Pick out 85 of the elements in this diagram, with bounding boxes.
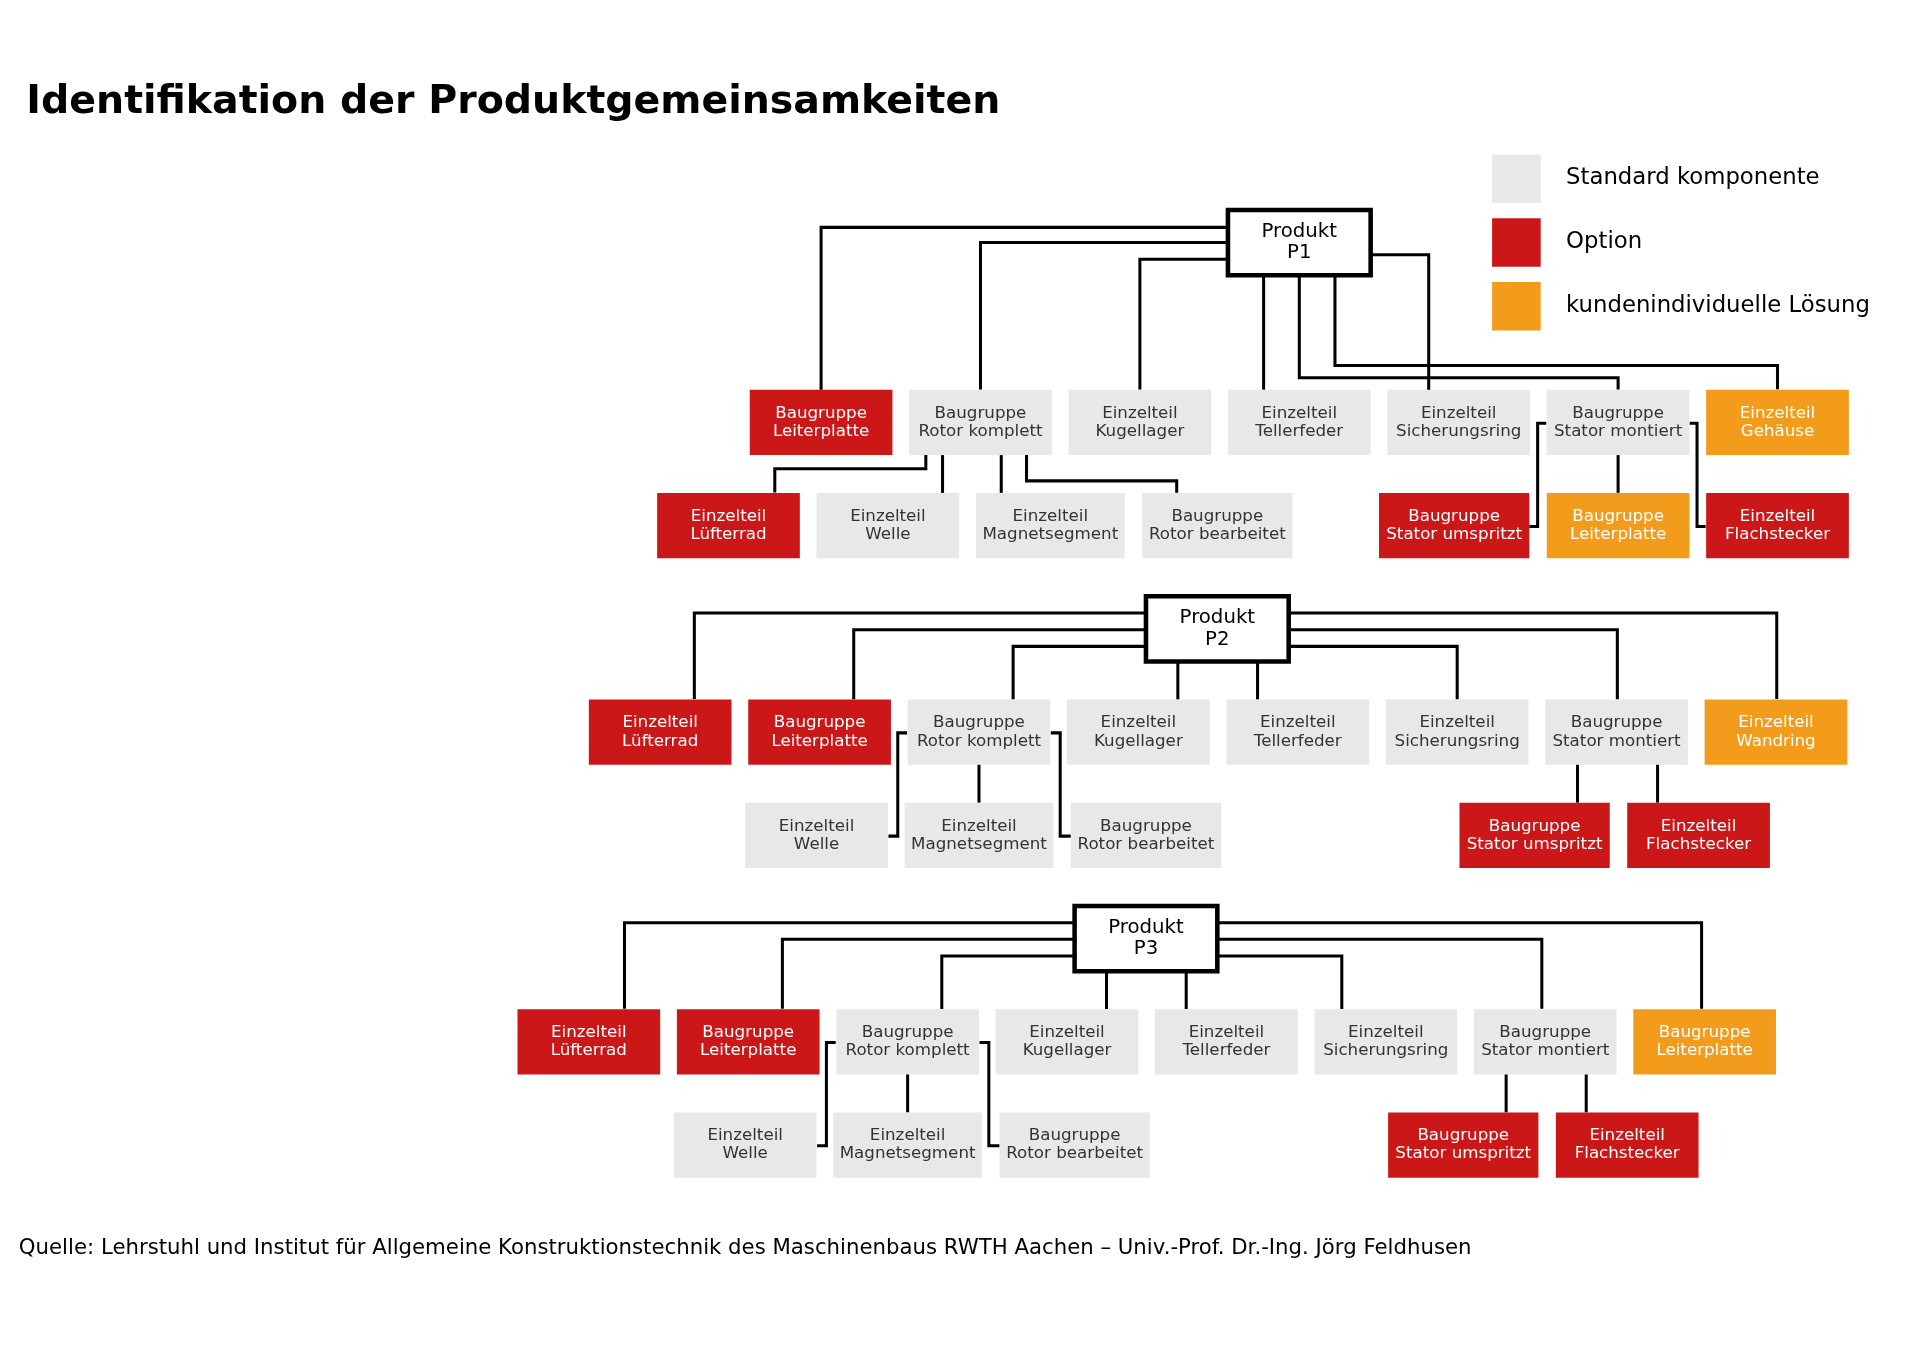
node-box: Einzelteil Gehäuse — [1706, 389, 1849, 456]
connector — [1217, 921, 1704, 1009]
connector — [1288, 628, 1619, 700]
node-box: Einzelteil Tellerfeder — [1227, 389, 1371, 456]
node-box: Einzelteil Lüfterrad — [657, 493, 800, 559]
connector — [1529, 421, 1547, 528]
node-box: Baugruppe Stator umspritzt — [1388, 1112, 1539, 1178]
legend-label: kundenindividuelle Lösung — [1566, 290, 1870, 317]
connector — [940, 954, 1075, 1009]
node-box: Einzelteil Welle — [673, 1112, 817, 1178]
node-box: Einzelteil Flachstecker — [1627, 802, 1770, 868]
node-box: Baugruppe Rotor bearbeitet — [1142, 493, 1293, 559]
connector — [1262, 275, 1266, 390]
node-box: Produkt P1 — [1225, 207, 1373, 278]
connector — [692, 611, 1146, 699]
legend-label: Option — [1566, 226, 1643, 253]
connector — [978, 241, 1228, 390]
node-box: Baugruppe Leiterplatte — [1633, 1009, 1776, 1075]
node-box: Einzelteil Wandring — [1704, 699, 1848, 765]
connector — [1584, 1074, 1588, 1113]
node-box: Einzelteil Sicherungsring — [1387, 389, 1531, 456]
diagram-title: Identifikation der Produktgemeinsamkeiten — [26, 76, 1001, 123]
node-box: Einzelteil Magnetsegment — [904, 802, 1054, 868]
node-box: Baugruppe Rotor komplett — [907, 699, 1051, 765]
node-box: Einzelteil Lüfterrad — [517, 1009, 661, 1075]
node-box: Baugruppe Rotor bearbeitet — [999, 1112, 1150, 1178]
node-box: Einzelteil Sicherungsring — [1314, 1009, 1458, 1075]
node-box: Baugruppe Stator montiert — [1546, 389, 1690, 456]
connector — [1504, 1074, 1508, 1113]
node-box: Einzelteil Kugellager — [1067, 699, 1210, 765]
connector — [1616, 455, 1620, 493]
node-box: Einzelteil Kugellager — [1068, 389, 1212, 456]
node-box: Einzelteil Lüfterrad — [588, 699, 732, 765]
connector — [906, 1074, 910, 1113]
legend-label: Standard komponente — [1566, 163, 1820, 190]
connector — [1297, 275, 1620, 390]
node-box: Baugruppe Rotor komplett — [909, 389, 1052, 456]
connector — [977, 764, 981, 803]
node-box: Produkt P3 — [1072, 903, 1220, 974]
connector — [941, 455, 945, 493]
node-box: Baugruppe Leiterplatte — [748, 699, 891, 765]
node-box: Baugruppe Leiterplatte — [1546, 493, 1690, 559]
node-box: Baugruppe Leiterplatte — [676, 1009, 820, 1075]
node-box: Einzelteil Welle — [745, 802, 888, 868]
node-box: Baugruppe Leiterplatte — [749, 389, 893, 456]
node-box: Baugruppe Stator montiert — [1473, 1009, 1617, 1075]
connector — [623, 921, 1075, 1009]
node-box: Produkt P2 — [1143, 594, 1291, 664]
node-box: Baugruppe Stator montiert — [1545, 699, 1688, 765]
connector — [1288, 611, 1779, 699]
connector — [780, 937, 1075, 1009]
node-box: Einzelteil Magnetsegment — [975, 493, 1125, 559]
connector — [1025, 455, 1179, 493]
connector — [819, 225, 1228, 390]
connector — [1289, 644, 1459, 700]
node-box: Einzelteil Magnetsegment — [833, 1112, 982, 1178]
connector — [979, 1041, 1000, 1148]
node-box: Einzelteil Tellerfeder — [1155, 1009, 1298, 1075]
node-box: Baugruppe Rotor komplett — [836, 1009, 979, 1075]
connector — [1575, 764, 1579, 803]
node-box: Baugruppe Stator umspritzt — [1459, 802, 1610, 868]
connector — [817, 1041, 836, 1148]
node-box: Einzelteil Tellerfeder — [1226, 699, 1370, 765]
connector — [1011, 644, 1146, 700]
connector — [1176, 661, 1180, 700]
connector — [852, 628, 1146, 700]
node-box: Einzelteil Welle — [816, 493, 960, 559]
connector — [1184, 971, 1188, 1009]
node-box: Baugruppe Stator umspritzt — [1379, 493, 1530, 559]
connector — [999, 455, 1003, 493]
connector — [888, 731, 908, 838]
connector — [1656, 764, 1660, 803]
connector — [1050, 731, 1071, 838]
connector — [1217, 954, 1344, 1009]
connector — [1138, 257, 1228, 390]
node-box: Einzelteil Flachstecker — [1706, 493, 1849, 559]
connector — [1217, 937, 1544, 1009]
connector — [1105, 971, 1108, 1009]
node-box: Einzelteil Kugellager — [995, 1009, 1139, 1075]
node-box: Einzelteil Sicherungsring — [1385, 699, 1529, 765]
caption: Quelle: Lehrstuhl und Institut für Allgemeine Konstruktionstechnik des Maschinenbaus RWTH Aachen – Univ.-Prof. Dr.-Ing. Jörg Feldhusen — [18, 1233, 1472, 1259]
connector — [1370, 253, 1431, 390]
node-box: Baugruppe Rotor bearbeitet — [1070, 802, 1222, 868]
node-box: Einzelteil Flachstecker — [1555, 1112, 1699, 1178]
connector — [1256, 661, 1260, 700]
